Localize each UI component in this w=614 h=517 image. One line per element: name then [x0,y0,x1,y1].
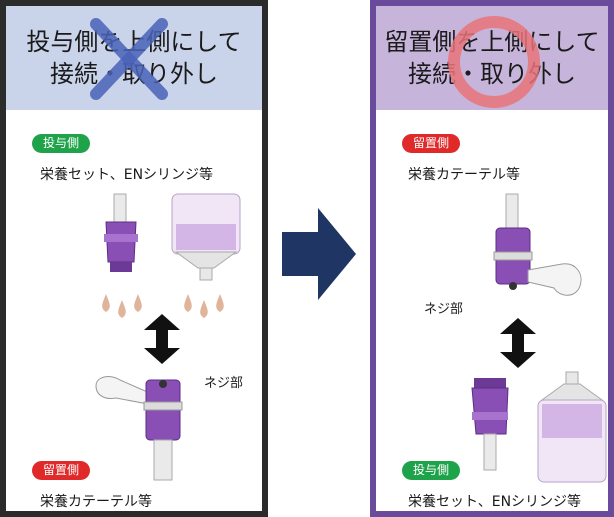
left-top-tag: 投与側 [32,134,91,153]
left-bottom-tag: 留置側 [32,461,91,480]
cross-mark-icon [90,18,168,100]
up-down-arrow-icon [500,318,536,368]
catheter-connector-icon [95,376,183,481]
circle-mark-icon [448,16,540,108]
left-bottom-caption: 栄養カテーテル等 [40,494,152,510]
feeding-set-connector-icon [104,193,138,272]
syringe-icon [171,193,241,281]
right-screw-label: ネジ部 [424,302,464,317]
left-screw-label: ネジ部 [204,376,244,391]
syringe-lower-icon [537,371,607,483]
left-header: 投与側を上側にして 接続・取り外し [6,6,262,110]
right-top-caption: 栄養カテーテル等 [408,167,520,183]
droplets-icon [102,294,224,318]
right-arrow-icon [282,208,356,300]
right-top-tag: 留置側 [402,134,461,153]
left-top-caption: 栄養セット、ENシリンジ等 [40,167,214,183]
feeding-set-connector-lower-icon [471,378,509,471]
right-header-line2: 接続・取り外し [408,60,576,88]
left-panel: 投与側を上側にして 接続・取り外し 投与側 栄養セット、ENシリンジ等 [0,0,268,517]
right-bottom-caption: 栄養セット、ENシリンジ等 [408,494,582,510]
right-header-line1: 留置側を上側にして [384,27,600,56]
up-down-arrow-icon [144,314,180,364]
right-bottom-tag: 投与側 [402,461,461,480]
right-panel: 留置側を上側にして 接続・取り外し 留置側 栄養カテーテル等 ネジ部 投与側 栄… [370,0,614,517]
catheter-connector-upper-icon [493,193,582,296]
